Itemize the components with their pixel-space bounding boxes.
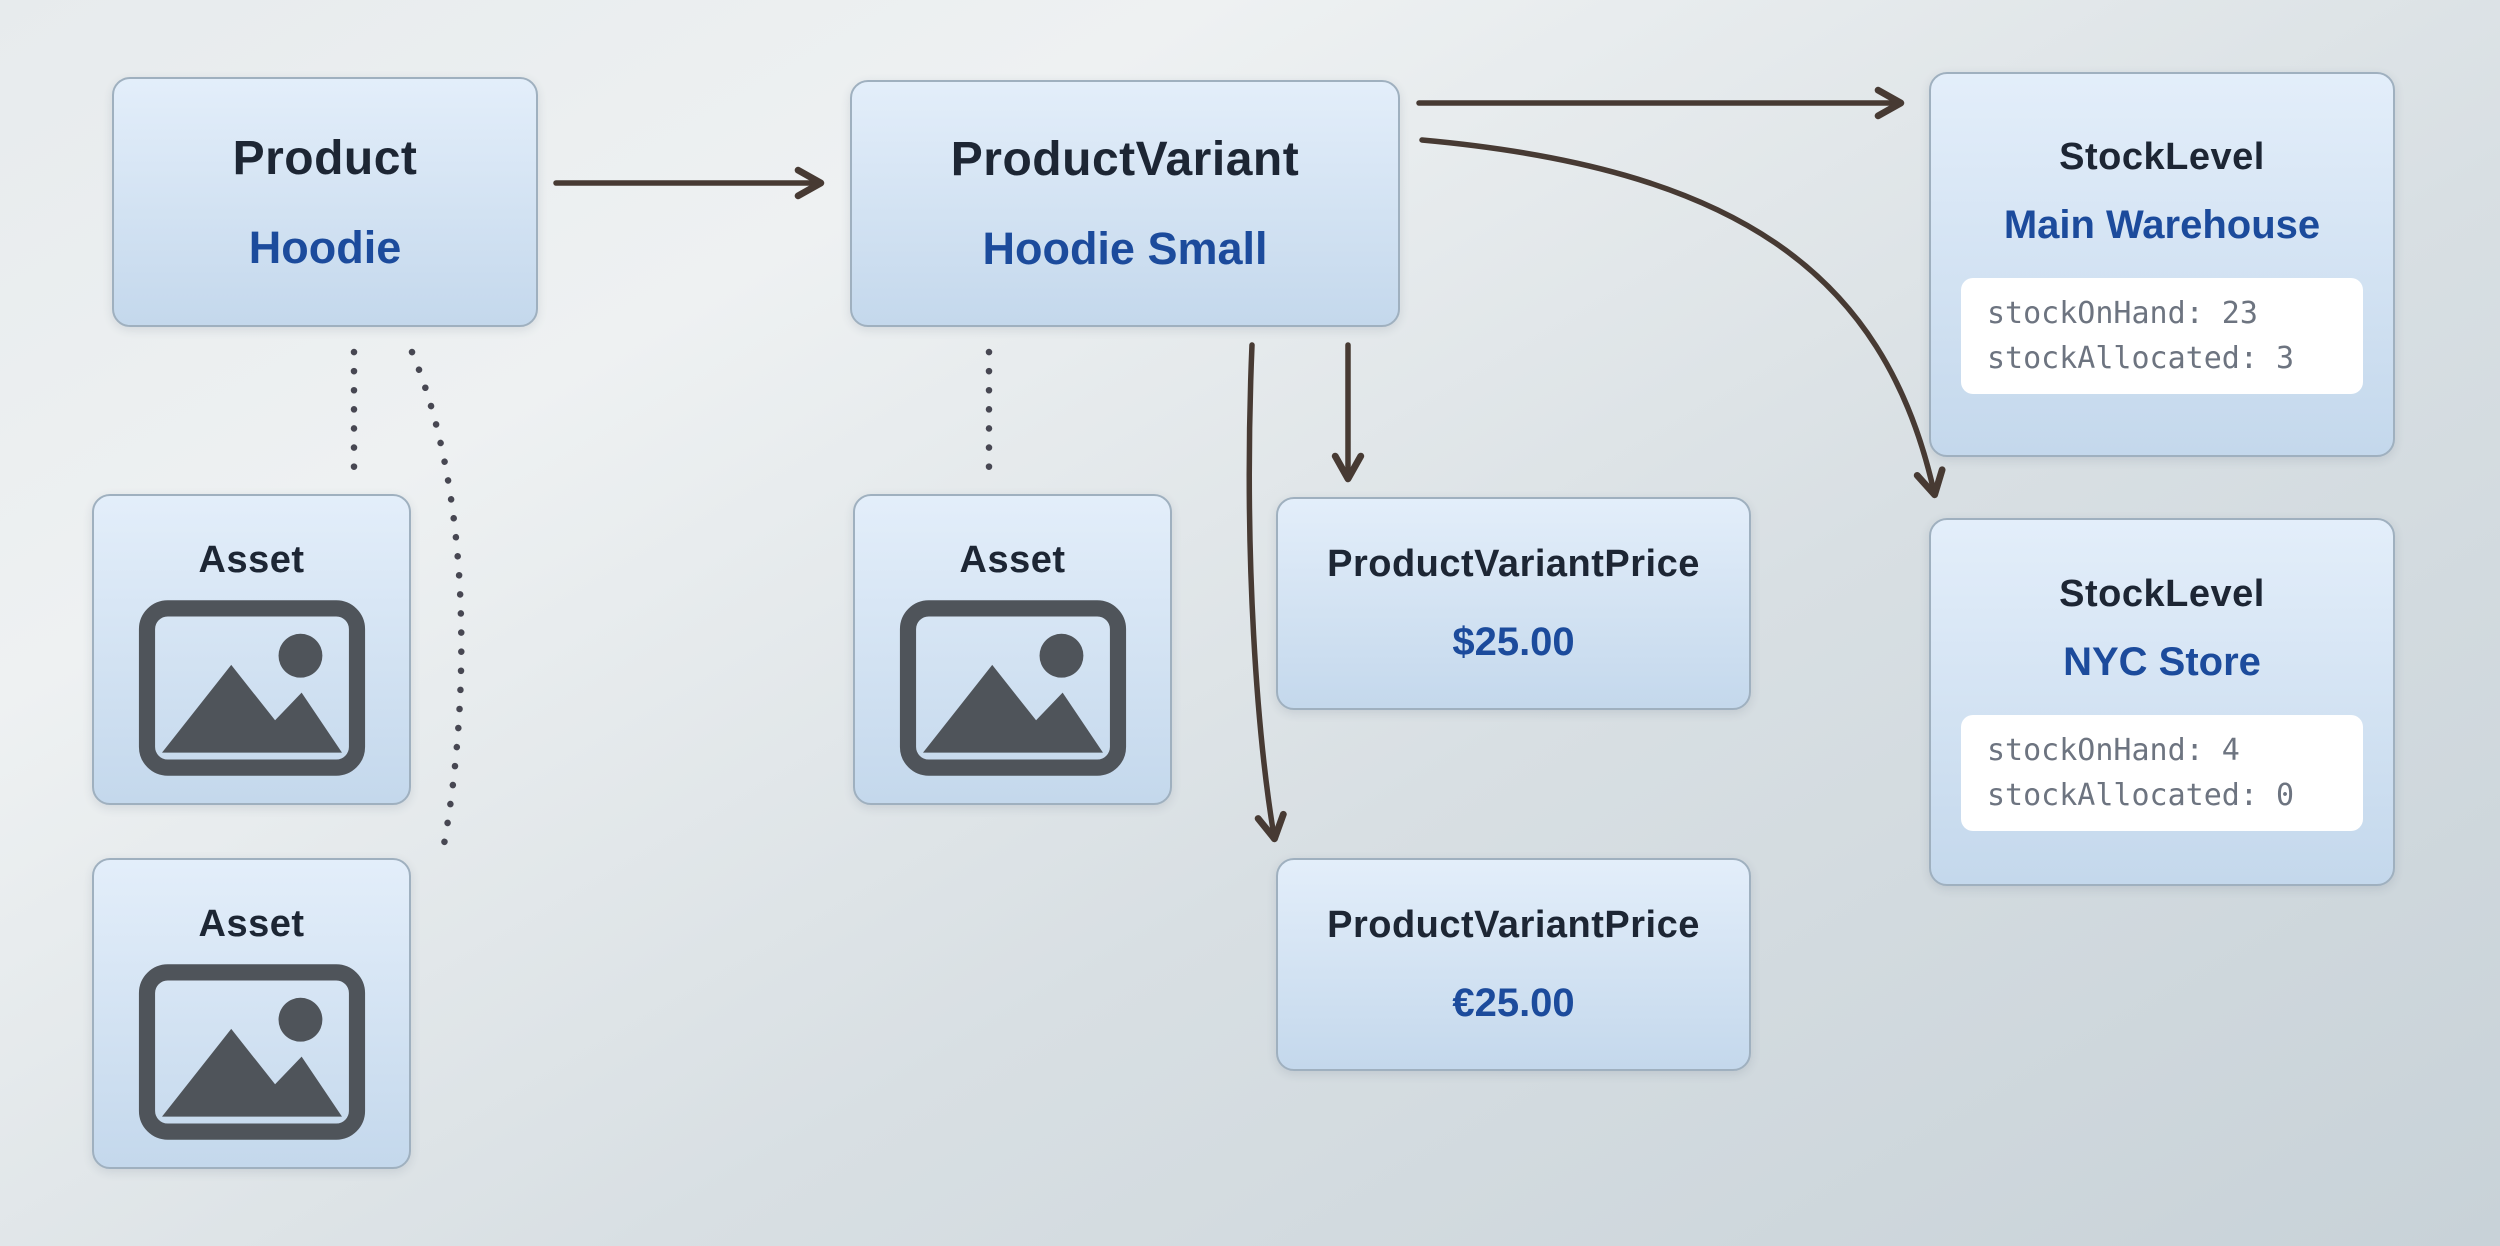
stocklevel-nyc-subtitle: NYC Store xyxy=(2063,640,2261,684)
asset-title: Asset xyxy=(198,539,305,581)
stocklevel-main-code-box: stockOnHand: 23 stockAllocated: 3 xyxy=(1961,277,2363,394)
asset-node-variant: Asset xyxy=(853,494,1172,805)
productvariant-node-title: ProductVariant xyxy=(950,133,1300,186)
asset-title: Asset xyxy=(198,903,305,945)
stocklevel-nyc-title: StockLevel xyxy=(2059,573,2265,615)
asset-node-product-2: Asset xyxy=(92,858,411,1169)
asset-title: Asset xyxy=(959,539,1066,581)
product-node: Product Hoodie xyxy=(112,77,538,327)
price-usd-title: ProductVariantPrice xyxy=(1327,542,1700,585)
dotted-product-to-asset-2 xyxy=(408,348,465,854)
stocklevel-nyc-code-box: stockOnHand: 4 stockAllocated: 0 xyxy=(1961,715,2363,831)
price-eur-node: ProductVariantPrice €25.00 xyxy=(1276,858,1751,1071)
image-icon xyxy=(899,600,1126,776)
image-icon xyxy=(138,600,365,776)
stocklevel-main-title: StockLevel xyxy=(2059,135,2265,178)
productvariant-node-subtitle: Hoodie Small xyxy=(982,223,1268,274)
productvariant-node: ProductVariant Hoodie Small xyxy=(850,80,1400,327)
stocklevel-main-subtitle: Main Warehouse xyxy=(2003,202,2321,247)
arrow-productvariant-to-stocklevel-nyc xyxy=(1419,137,1946,499)
arrow-productvariant-to-price-eur xyxy=(1246,342,1287,843)
asset-node-product-1: Asset xyxy=(92,494,411,805)
stock-on-hand-value: stockOnHand: 4 xyxy=(1987,733,2240,768)
price-usd-value: $25.00 xyxy=(1452,619,1575,664)
stock-allocated-value: stockAllocated: 3 xyxy=(1987,340,2295,376)
stock-on-hand-value: stockOnHand: 23 xyxy=(1987,295,2258,331)
product-node-title: Product xyxy=(232,131,418,185)
stocklevel-main-node: StockLevel Main Warehouse stockOnHand: 2… xyxy=(1929,72,2395,457)
price-usd-node: ProductVariantPrice $25.00 xyxy=(1276,497,1751,710)
price-eur-value: €25.00 xyxy=(1452,980,1575,1025)
product-node-subtitle: Hoodie xyxy=(248,221,402,273)
stocklevel-nyc-node: StockLevel NYC Store stockOnHand: 4 stoc… xyxy=(1929,518,2395,886)
image-icon xyxy=(138,964,365,1140)
price-eur-title: ProductVariantPrice xyxy=(1327,903,1700,946)
stock-allocated-value: stockAllocated: 0 xyxy=(1987,778,2295,813)
